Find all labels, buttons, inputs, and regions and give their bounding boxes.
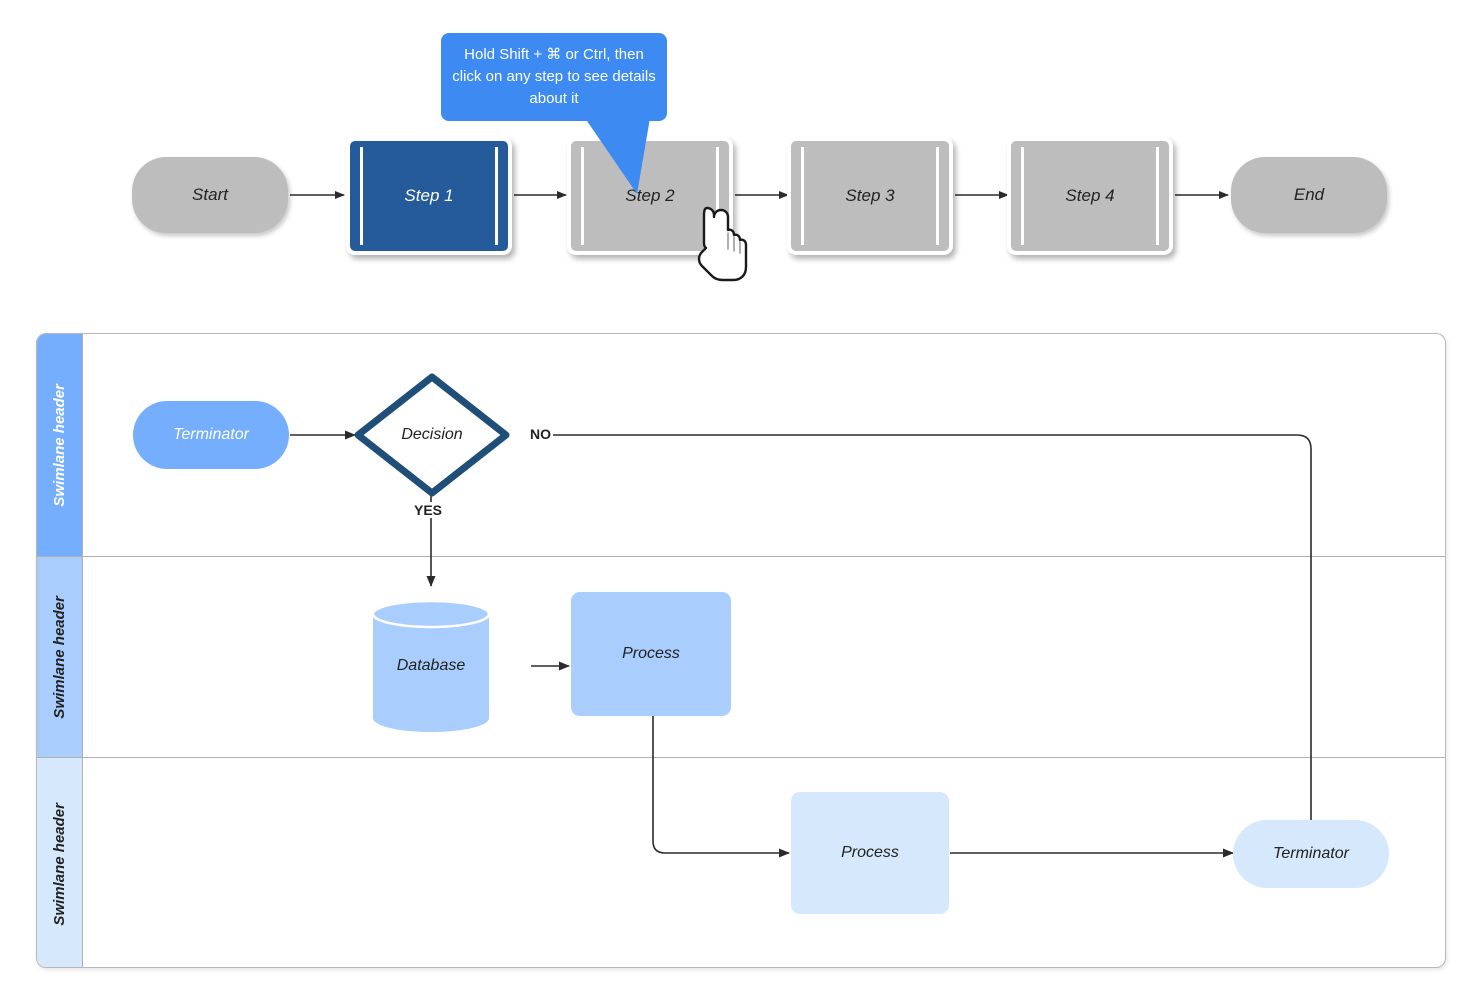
swimlane-3: Swimlane header [37,757,1445,967]
flow-end-terminator[interactable]: End [1231,157,1387,233]
flow-step-1[interactable]: Step 1 [346,137,512,255]
lane2-process-label: Process [622,645,680,662]
edge-label-no: NO [528,426,553,442]
edge-label-yes: YES [412,502,445,518]
lane3-process-label: Process [841,844,899,861]
lane2-database-shape[interactable]: Database [371,598,491,734]
swimlane-3-header[interactable]: Swimlane header [37,758,83,967]
swimlane-1-header[interactable]: Swimlane header [37,334,83,556]
lane2-process-shape[interactable]: Process [571,592,731,716]
top-flow-connectors [290,191,1229,199]
flow-step-2[interactable]: Step 2 [567,137,733,255]
lane1-terminator-shape[interactable]: Terminator [133,401,289,469]
step-1-side-bars [350,141,508,251]
step-4-side-bars [1011,141,1169,251]
swimlane-1: Swimlane header [37,334,1445,556]
flow-step-3[interactable]: Step 3 [787,137,953,255]
top-step-flow: Start Step 1 Step 2 Step 3 Step 4 [0,0,1482,300]
decision-diamond-icon [354,373,510,497]
lane3-terminator-label: Terminator [1273,845,1349,862]
lane3-terminator-shape[interactable]: Terminator [1233,820,1389,888]
swimlane-2-header[interactable]: Swimlane header [37,557,83,758]
flow-step-3-label: Step 3 [845,186,895,205]
flow-end-label: End [1293,185,1325,204]
swimlane-connectors [290,430,1316,858]
flow-step-4[interactable]: Step 4 [1007,137,1173,255]
flow-start-terminator[interactable]: Start [132,157,288,233]
flow-step-2-label: Step 2 [625,186,675,205]
step-3-side-bars [791,141,949,251]
database-cylinder-icon [371,599,491,732]
lane1-decision-label: Decision [401,426,463,443]
lane3-process-shape[interactable]: Process [791,792,949,914]
step-2-side-bars [571,141,729,251]
tooltip-tail [585,118,650,194]
flow-step-4-label: Step 4 [1065,186,1115,205]
swimlane-diagram: Swimlane header Swimlane header Swimlane… [36,333,1446,968]
lane2-database-label: Database [396,657,466,674]
shortcut-tooltip-text: Hold Shift + ⌘ or Ctrl, then click on an… [452,46,656,107]
lane1-terminator-label: Terminator [173,426,249,443]
lane1-decision-shape[interactable]: Decision [353,372,511,498]
shortcut-tooltip: Hold Shift + ⌘ or Ctrl, then click on an… [441,33,667,121]
pointing-hand-cursor [697,206,748,282]
flow-start-label: Start [192,185,228,204]
flow-step-1-label: Step 1 [404,186,454,205]
swimlane-2: Swimlane header [37,556,1445,758]
